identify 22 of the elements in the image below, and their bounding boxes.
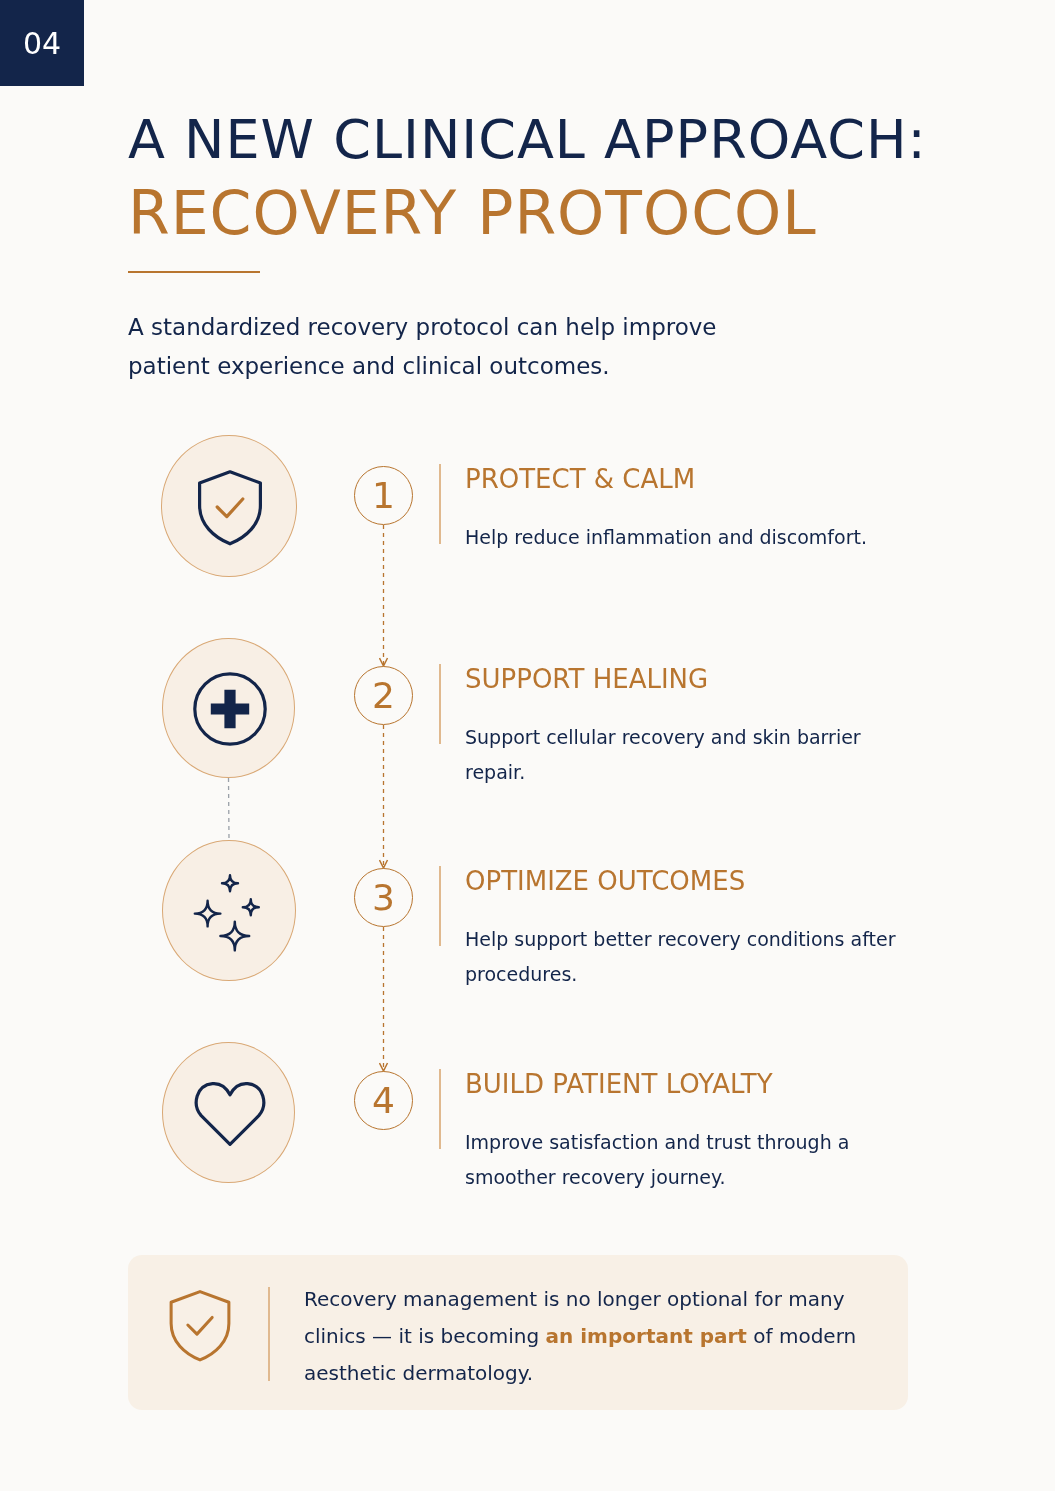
page-number-tag: 04 bbox=[0, 0, 84, 86]
step-number: 3 bbox=[354, 868, 413, 927]
step-description: Improve satisfaction and trust through a smoother recovery journey. bbox=[465, 1130, 851, 1190]
connector-line bbox=[227, 777, 230, 841]
step-description: Help reduce inflammation and discomfort. bbox=[465, 525, 868, 550]
step-number: 4 bbox=[354, 1071, 413, 1130]
step-description: Support cellular recovery and skin barrier repair. bbox=[465, 725, 862, 785]
arrow bbox=[378, 524, 389, 667]
step-heading: PROTECT & CALM bbox=[465, 464, 696, 494]
step-description: Help support better recovery conditions after procedures. bbox=[465, 927, 897, 987]
step-heading: BUILD PATIENT LOYALTY bbox=[465, 1069, 773, 1099]
callout-box bbox=[128, 1255, 908, 1410]
intro-text: A standardized recovery protocol can help improve patient experience and clinical outcomes. bbox=[128, 313, 718, 381]
step-heading: SUPPORT HEALING bbox=[465, 664, 709, 694]
page-title: A NEW CLINICAL APPROACH: bbox=[128, 108, 927, 171]
step-heading: OPTIMIZE OUTCOMES bbox=[465, 866, 746, 896]
step-number: 2 bbox=[354, 666, 413, 725]
step-number: 1 bbox=[354, 466, 413, 525]
arrow bbox=[378, 926, 389, 1072]
arrow bbox=[378, 724, 389, 869]
callout-text: Recovery management is no longer optional for many clinics — it is becoming an important part of modern aesthetic dermatology. bbox=[304, 1286, 858, 1387]
page-subtitle: RECOVERY PROTOCOL bbox=[128, 178, 817, 248]
